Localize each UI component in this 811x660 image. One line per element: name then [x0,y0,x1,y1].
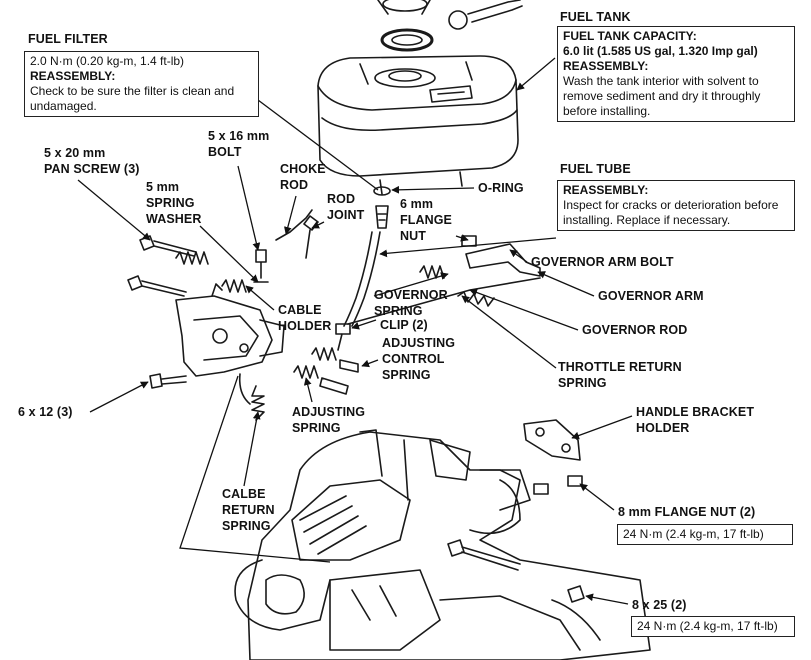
bolt-8x25-head-part [567,585,585,603]
label-governor-spring: GOVERNOR SPRING [374,288,448,318]
leader-flange-nut-6 [455,234,469,242]
leader-bolt-5x16 [237,165,261,251]
leader-clip [351,319,377,330]
leader-adjusting-control-spring [361,359,379,368]
flange-nut-torque-text: 24 N·m (2.4 kg-m, 17 ft-lb) [623,527,764,541]
leader-spring-washer [199,225,259,283]
adjusting-control-spring-part [311,347,359,373]
label-handle-bracket-holder: HANDLE BRACKET HOLDER [636,405,755,435]
throttle-return-spring-part [457,291,495,307]
label-cable-holder: CABLE HOLDER [278,303,332,333]
bolt-8x25-torque-text: 24 N·m (2.4 kg-m, 17 ft-lb) [637,619,778,633]
engine-part [234,429,651,660]
fuel-tube-reassembly-text: Inspect for cracks or deterioration befo… [563,198,779,227]
label-clip: CLIP (2) [380,318,428,332]
governor-spring-part [419,265,445,279]
leader-bolt-8x25 [585,593,629,605]
leader-fuel-filter [257,99,379,191]
label-adjusting-control-spring: ADJUSTING CONTROL SPRING [382,336,456,382]
leader-cable-route [179,375,331,563]
flange-nut-torque-box: 24 N·m (2.4 kg-m, 17 ft-lb) [617,524,793,545]
fuel-tube-reassembly-heading: REASSEMBLY: [563,183,649,197]
fuel-tank-reassembly-text: Wash the tank interior with solvent to r… [563,74,761,118]
bolt-8x25-part [447,539,521,571]
leader-choke-rod [284,195,297,235]
fuel-tank-part [317,55,519,195]
fuel-tank-info-box: FUEL TANK CAPACITY: 6.0 lit (1.585 US ga… [557,26,795,122]
leader-governor-spring [373,272,449,297]
leader-adjusting-spring [303,377,313,403]
control-bracket-part [175,283,285,405]
leader-handle-bracket-holder [571,415,633,440]
label-throttle-return-spring: THROTTLE RETURN SPRING [558,360,682,390]
label-pan-screw: 5 x 20 mm PAN SCREW (3) [44,146,140,176]
bolt-5x16-part [253,249,269,283]
label-governor-arm: GOVERNOR ARM [598,289,704,303]
rod-joint-part [303,215,319,259]
fuel-filter-reassembly-heading: REASSEMBLY: [30,69,116,83]
cable-spring-part [221,279,247,293]
fuel-tank-capacity-heading: FUEL TANK CAPACITY: [563,29,697,43]
fuel-filter-part [373,186,391,229]
fuel-tube-part [343,231,381,327]
leader-o-ring [391,185,475,194]
fuel-tank-capacity-value: 6.0 lit (1.585 US gal, 1.320 Imp gal) [563,44,758,58]
label-bolt-5x16: 5 x 16 mm BOLT [208,129,270,159]
pan-screw-parts [127,235,197,297]
adjusting-spring-part [293,365,349,395]
label-governor-arm-bolt: GOVERNOR ARM BOLT [531,255,674,269]
small-spring-part [175,251,209,265]
leader-throttle-return-spring [461,295,557,369]
governor-arm-part [461,235,541,277]
clip-part [335,323,351,351]
label-fuel-tank: FUEL TANK [560,10,631,24]
fuel-filter-info-box: 2.0 N·m (0.20 kg-m, 1.4 ft-lb) REASSEMBL… [24,51,259,117]
label-rod-joint: ROD JOINT [327,192,365,222]
label-bolt-8x25: 8 x 25 (2) [632,598,687,612]
leader-bolt-6x12 [89,381,149,413]
label-calbe-return-spring: CALBE RETURN SPRING [222,487,275,533]
fuel-cap-part [377,0,434,52]
fuel-tube-info-box: REASSEMBLY: Inspect for cracks or deteri… [557,180,795,231]
fuel-tank-reassembly-heading: REASSEMBLY: [563,59,649,73]
leader-fuel-tube [379,237,557,258]
leader-rod-joint [311,221,325,229]
label-adjusting-spring: ADJUSTING SPRING [292,405,366,435]
label-spring-washer: 5 mm SPRING WASHER [146,180,202,226]
fuel-filter-torque: 2.0 N·m (0.20 kg-m, 1.4 ft-lb) [30,54,185,68]
calbe-return-spring-part [251,385,265,421]
choke-rod-part [275,209,313,241]
label-bolt-6x12: 6 x 12 (3) [18,405,73,419]
label-flange-nut-8: 8 mm FLANGE NUT (2) [618,505,756,519]
bolt-8x25-torque-box: 24 N·m (2.4 kg-m, 17 ft-lb) [631,616,795,637]
label-fuel-tube: FUEL TUBE [560,162,631,176]
leader-calbe-return-spring [243,411,261,487]
tank-vent-part [448,0,523,30]
bolt-6x12-part [149,373,187,389]
handle-bracket-holder-part [523,419,583,495]
leader-pan-screw [77,179,151,241]
leader-governor-arm [537,271,595,297]
leader-cable-holder [245,285,275,311]
leader-fuel-tank [516,57,556,91]
leader-governor-rod [469,288,579,331]
leader-governor-arm-bolt [509,249,528,263]
label-flange-nut-6: 6 mm FLANGE NUT [400,197,452,243]
label-governor-rod: GOVERNOR ROD [582,323,688,337]
label-o-ring: O-RING [478,181,524,195]
leader-flange-nut-8 [579,483,615,511]
fuel-filter-reassembly-text: Check to be sure the filter is clean and… [30,84,235,113]
label-fuel-filter: FUEL FILTER [28,32,108,46]
label-choke-rod: CHOKE ROD [280,162,326,192]
